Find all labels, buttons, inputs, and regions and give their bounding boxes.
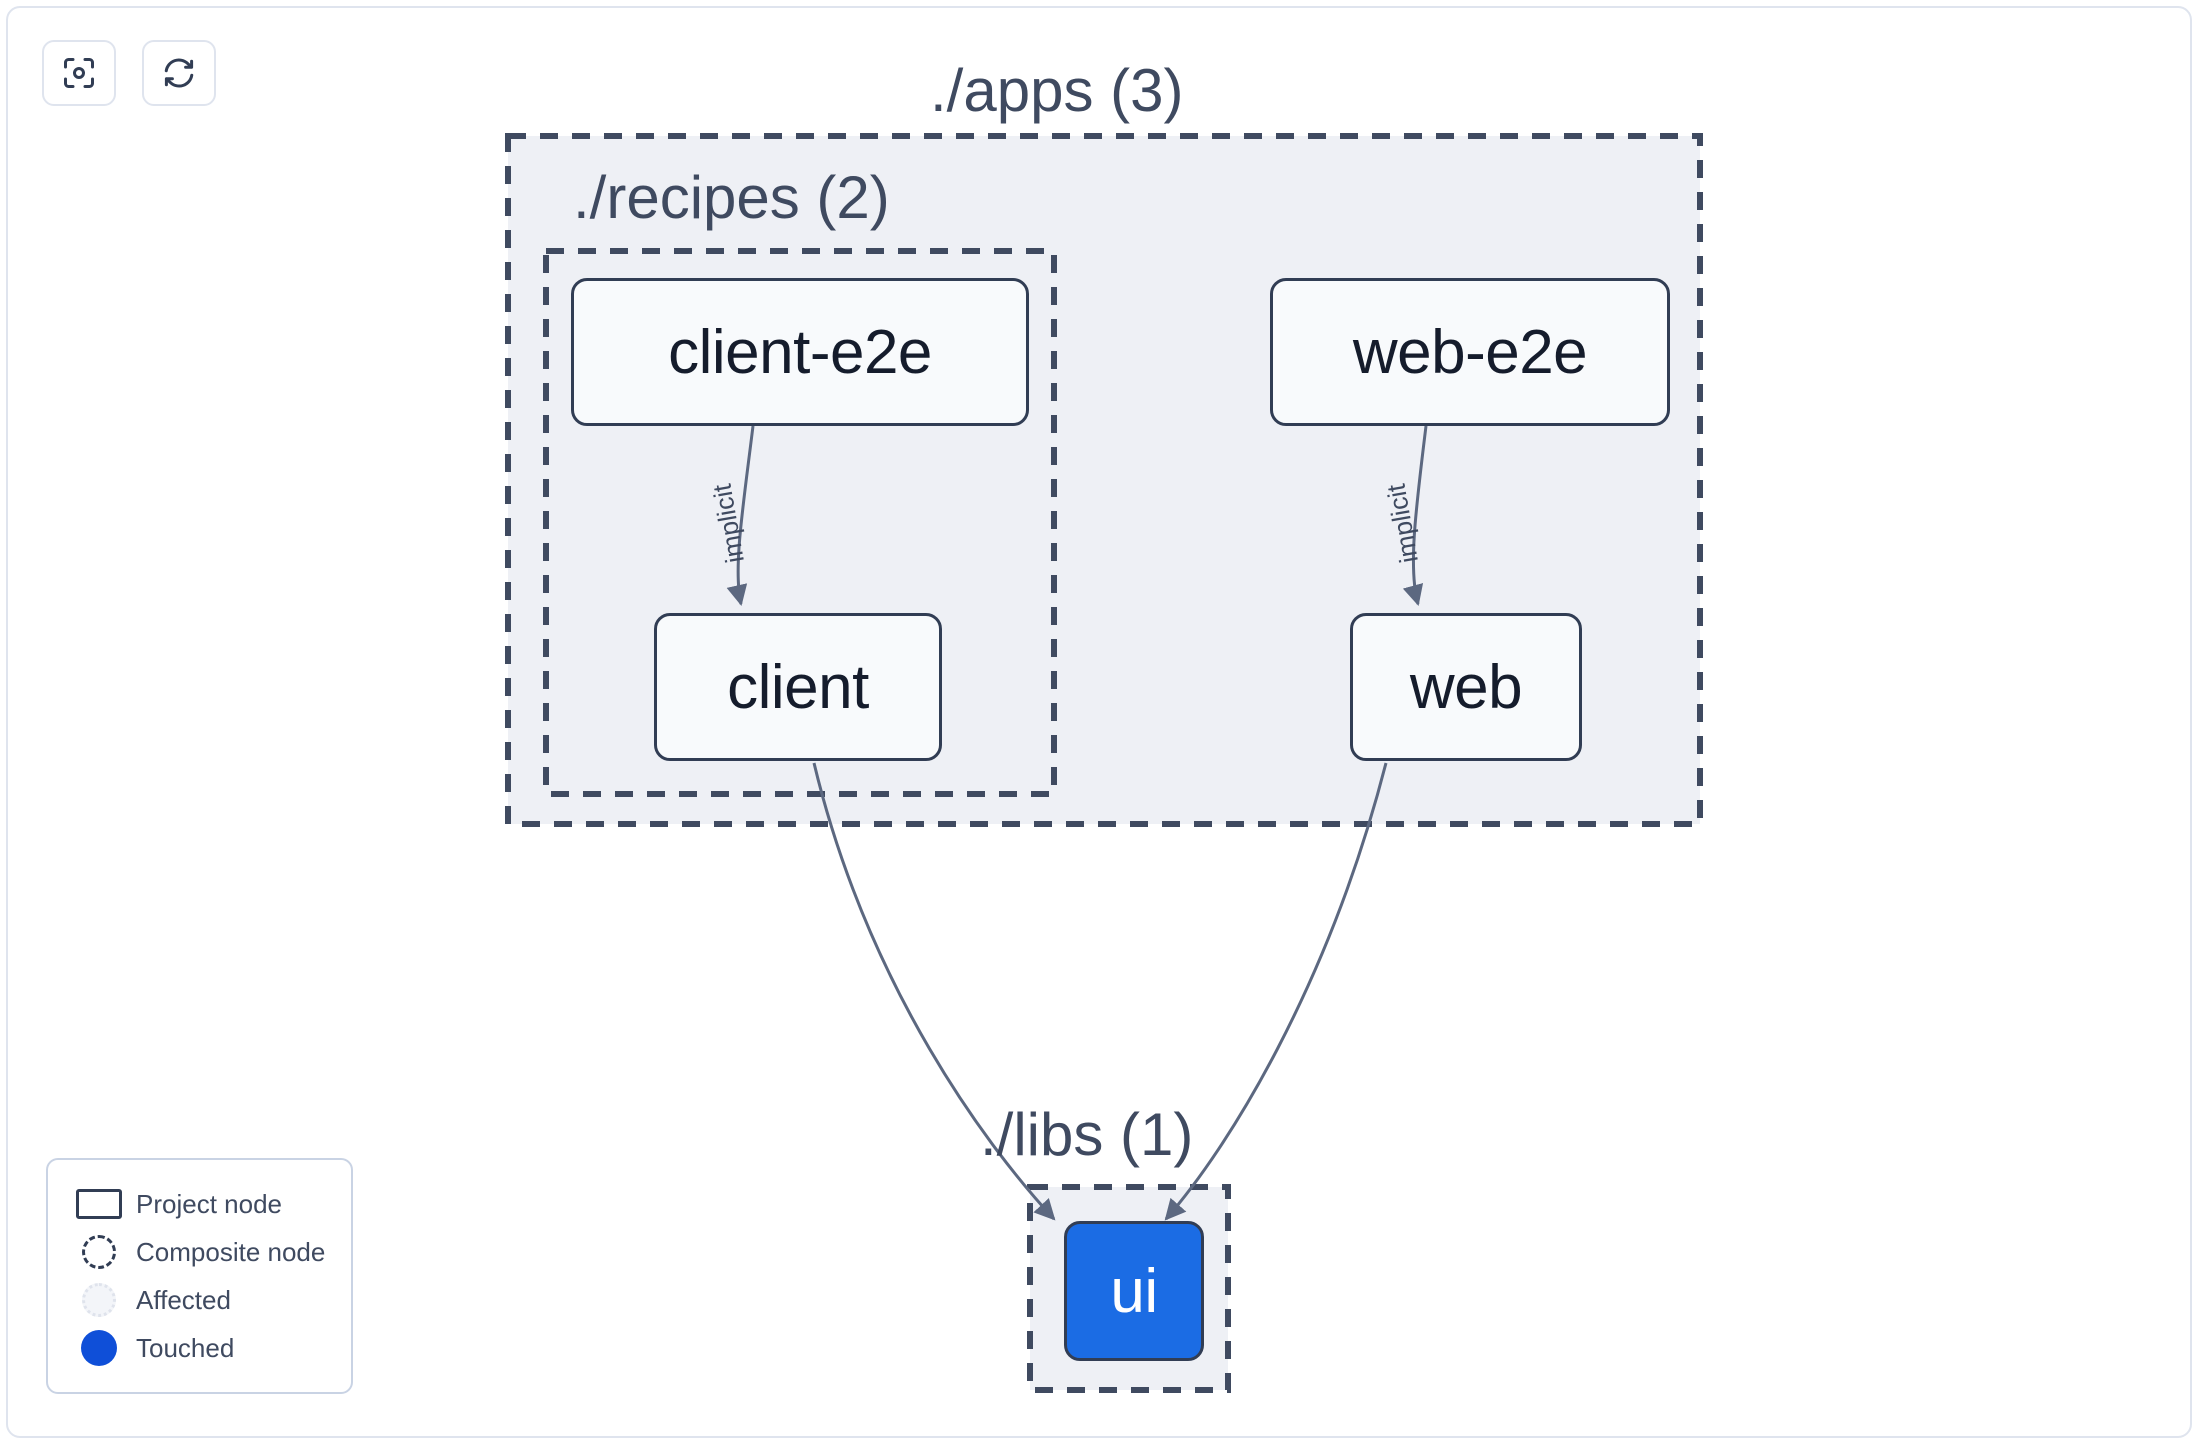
node-label: client (727, 652, 869, 722)
group-label-libs: ./libs (1) (980, 1101, 1194, 1168)
node-label: web (1409, 652, 1523, 722)
node-label: web-e2e (1352, 317, 1588, 387)
edge-client-e2e-to-client (726, 425, 755, 607)
legend-item-label: Project node (136, 1188, 282, 1219)
focus-graph-button[interactable] (42, 40, 116, 106)
group-label-apps: ./apps (3) (930, 57, 1184, 124)
edge-client-to-ui (812, 762, 1056, 1221)
node-web[interactable]: web (1350, 613, 1582, 761)
composite-node-swatch-icon (68, 1235, 130, 1269)
graph-canvas[interactable]: ./apps (3) ./recipes (2) ./libs (1) clie… (6, 6, 2192, 1438)
legend-item-label: Touched (136, 1332, 235, 1363)
project-node-swatch-icon (68, 1189, 130, 1219)
node-ui[interactable]: ui (1064, 1221, 1204, 1361)
legend-item-composite-node: Composite node (68, 1228, 325, 1276)
refresh-graph-button[interactable] (142, 40, 216, 106)
node-label: ui (1110, 1256, 1158, 1326)
touched-swatch-icon (68, 1330, 130, 1366)
focus-target-icon (61, 55, 97, 91)
graph-legend: Project node Composite node Affected Tou… (46, 1158, 354, 1394)
refresh-icon (161, 55, 197, 91)
affected-swatch-icon (68, 1283, 130, 1317)
node-client-e2e[interactable]: client-e2e (571, 278, 1029, 426)
legend-item-affected: Affected (68, 1276, 325, 1324)
edge-web-to-ui (1164, 762, 1388, 1221)
graph-toolbar (42, 40, 216, 106)
legend-item-label: Affected (136, 1284, 231, 1315)
edge-web-e2e-to-web (1402, 425, 1428, 607)
node-web-e2e[interactable]: web-e2e (1270, 278, 1670, 426)
group-label-recipes: ./recipes (2) (573, 164, 890, 231)
node-client[interactable]: client (654, 613, 942, 761)
legend-item-touched: Touched (68, 1324, 325, 1372)
legend-item-label: Composite node (136, 1236, 326, 1267)
legend-item-project-node: Project node (68, 1180, 325, 1228)
node-label: client-e2e (668, 317, 932, 387)
